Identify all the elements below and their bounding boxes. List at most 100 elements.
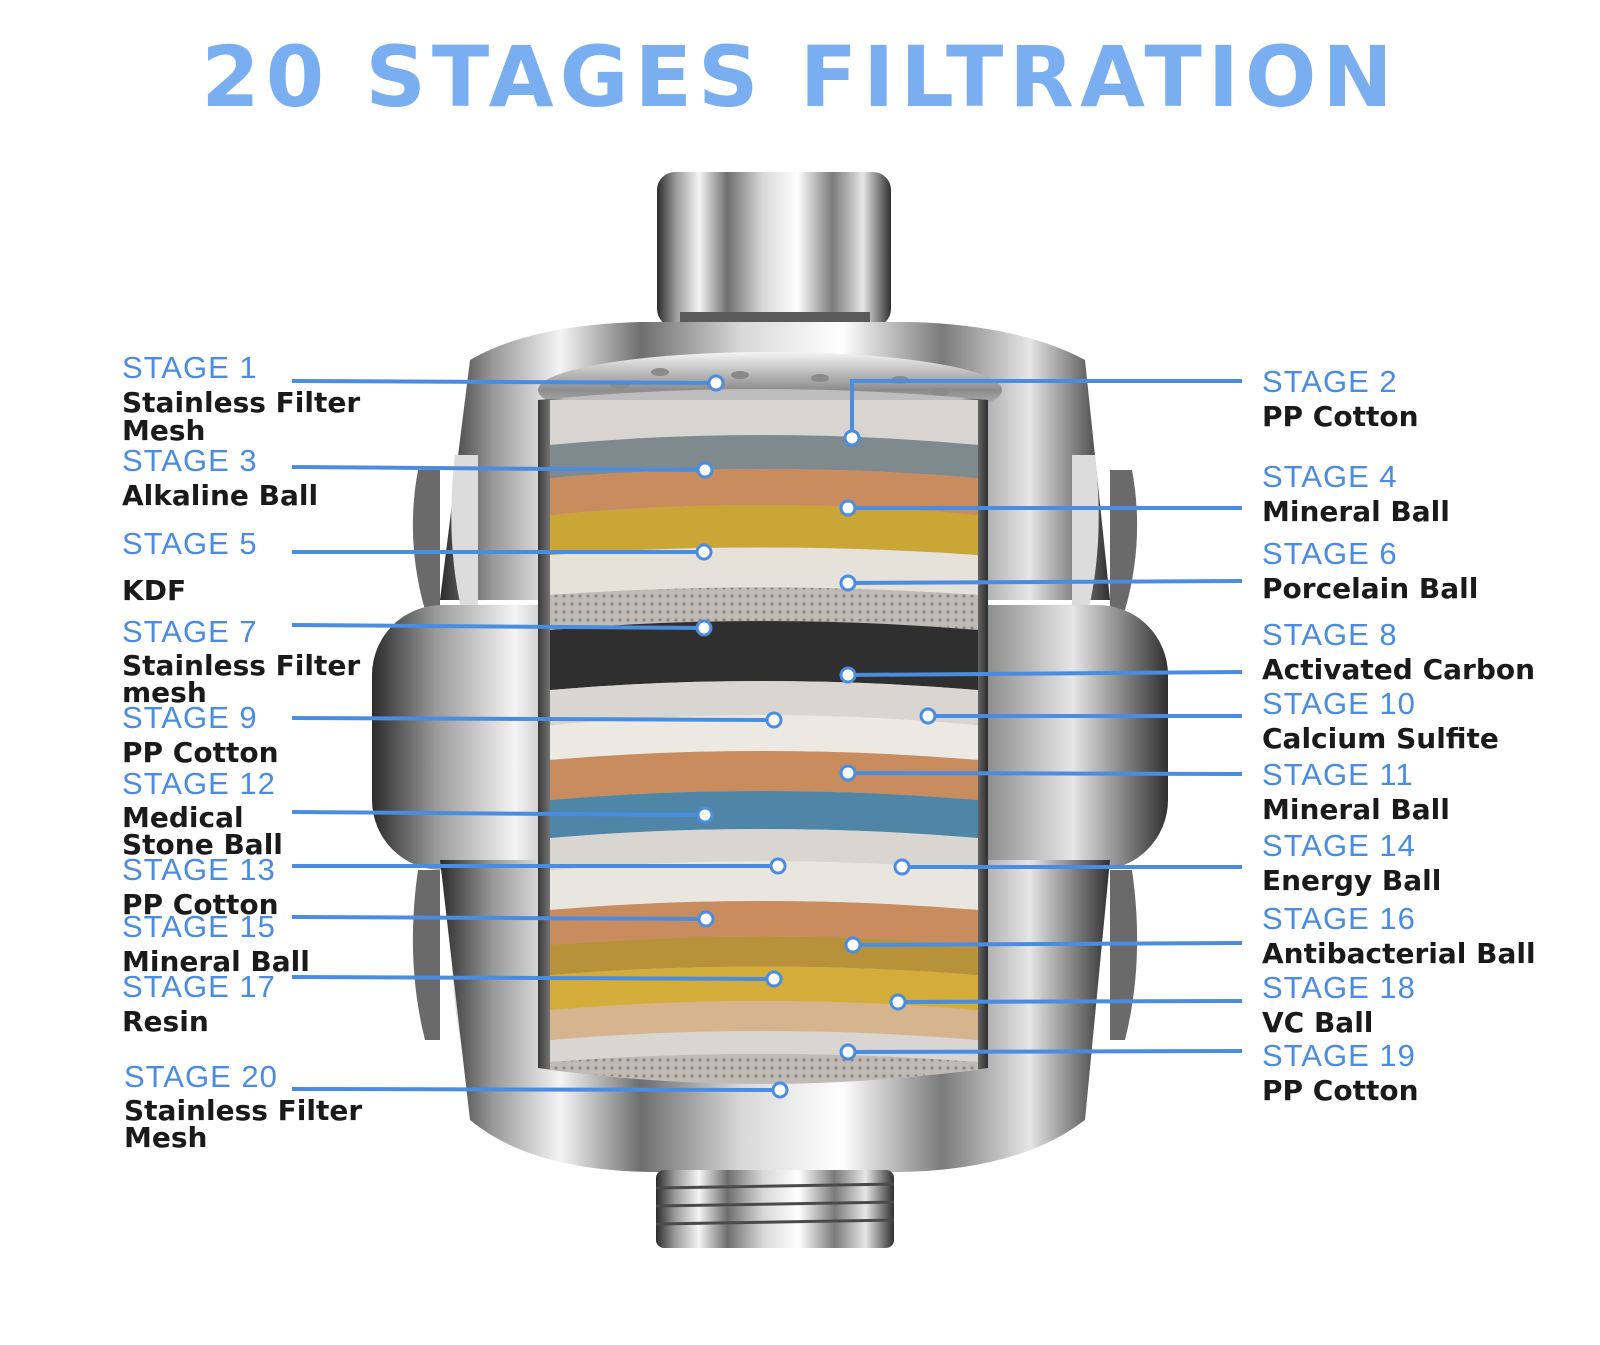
stage-19-leader — [839, 1043, 1243, 1061]
stage-17-leader — [291, 970, 783, 988]
stage-19-marker — [839, 1043, 857, 1061]
stage-19-name: PP Cotton — [1262, 1074, 1419, 1107]
stage-20-name: Stainless Filter Mesh — [124, 1094, 363, 1154]
stage-14-marker — [893, 858, 911, 876]
stage-10-marker — [919, 707, 937, 725]
stage-11-marker — [839, 764, 857, 782]
stage-3-name: Alkaline Ball — [122, 479, 319, 512]
stage-2-marker — [843, 429, 861, 447]
stage-6-name: Porcelain Ball — [1262, 572, 1479, 605]
bottom-thread — [655, 1170, 895, 1248]
stage-4-leader — [839, 499, 1242, 517]
stage-7-leader — [291, 619, 713, 637]
stage-11-leader — [839, 764, 1243, 782]
filter-layers — [550, 400, 978, 1083]
stage-9-leader — [291, 711, 783, 729]
stage-8-leader — [839, 666, 1243, 684]
stage-1-marker — [707, 374, 725, 392]
leader-lines — [291, 374, 1243, 1099]
stage-15-leader — [291, 910, 715, 928]
stage-18-number: STAGE 18 — [1262, 970, 1416, 1005]
stage-16-marker — [844, 936, 862, 954]
stage-11-number: STAGE 11 — [1262, 757, 1414, 792]
stage-10-leader — [919, 707, 1242, 725]
top-connector — [657, 172, 891, 327]
stage-13-marker — [769, 857, 787, 875]
stage-2-leader — [843, 379, 1242, 447]
stage-12-number: STAGE 12 — [122, 766, 276, 801]
stage-5-name: KDF — [122, 574, 187, 607]
stage-3-marker — [696, 461, 714, 479]
stage-13-number: STAGE 13 — [122, 852, 276, 887]
stage-14-name: Energy Ball — [1262, 864, 1442, 897]
stage-20-leader — [291, 1081, 789, 1099]
stage-3-leader — [291, 461, 714, 479]
stage-12-marker — [696, 806, 714, 824]
stage-18-name: VC Ball — [1262, 1006, 1374, 1039]
stage-6-number: STAGE 6 — [1262, 536, 1398, 571]
stage-16-number: STAGE 16 — [1262, 901, 1416, 936]
stage-20-number: STAGE 20 — [124, 1059, 278, 1094]
stage-1-leader — [291, 374, 725, 392]
stage-17-number: STAGE 17 — [122, 969, 276, 1004]
stage-6-marker — [839, 574, 857, 592]
stage-4-marker — [839, 499, 857, 517]
stage-14-leader — [893, 858, 1242, 876]
stage-7-number: STAGE 7 — [122, 614, 258, 649]
stage-13-name: PP Cotton — [122, 888, 279, 921]
stage-1-number: STAGE 1 — [122, 350, 258, 385]
stage-12-leader — [291, 806, 714, 824]
stage-18-leader — [889, 993, 1243, 1011]
stage-19-number: STAGE 19 — [1262, 1038, 1416, 1073]
stage-5-marker — [695, 543, 713, 561]
stage-17-name: Resin — [122, 1005, 209, 1038]
stage-13-leader — [292, 857, 787, 875]
stage-15-name: Mineral Ball — [122, 945, 310, 978]
stage-7-name: Stainless Filter mesh — [122, 649, 361, 709]
stage-5-leader — [292, 543, 713, 561]
stage-8-number: STAGE 8 — [1262, 617, 1398, 652]
stage-20-marker — [771, 1081, 789, 1099]
stage-4-name: Mineral Ball — [1262, 495, 1450, 528]
stage-5-number: STAGE 5 — [122, 526, 258, 561]
stage-8-marker — [839, 666, 857, 684]
stage-15-marker — [697, 910, 715, 928]
page-title: 20 STAGES FILTRATION — [201, 28, 1399, 126]
stage-5-label: STAGE 5 KDF — [122, 528, 452, 605]
stage-4-number: STAGE 4 — [1262, 459, 1398, 494]
stage-9-name: PP Cotton — [122, 736, 279, 769]
stage-18-marker — [889, 993, 907, 1011]
stage-17-marker — [765, 970, 783, 988]
stage-16-name: Antibacterial Ball — [1262, 937, 1536, 970]
stage-2-name: PP Cotton — [1262, 400, 1419, 433]
stage-12-name: Medical Stone Ball — [122, 801, 283, 861]
stage-1-name: Stainless Filter Mesh — [122, 386, 361, 447]
stage-15-number: STAGE 15 — [122, 909, 276, 944]
stage-7-marker — [695, 619, 713, 637]
stage-2-number: STAGE 2 — [1262, 364, 1398, 399]
stage-9-marker — [765, 711, 783, 729]
stage-3-number: STAGE 3 — [122, 443, 258, 478]
stage-6-leader — [839, 574, 1243, 592]
